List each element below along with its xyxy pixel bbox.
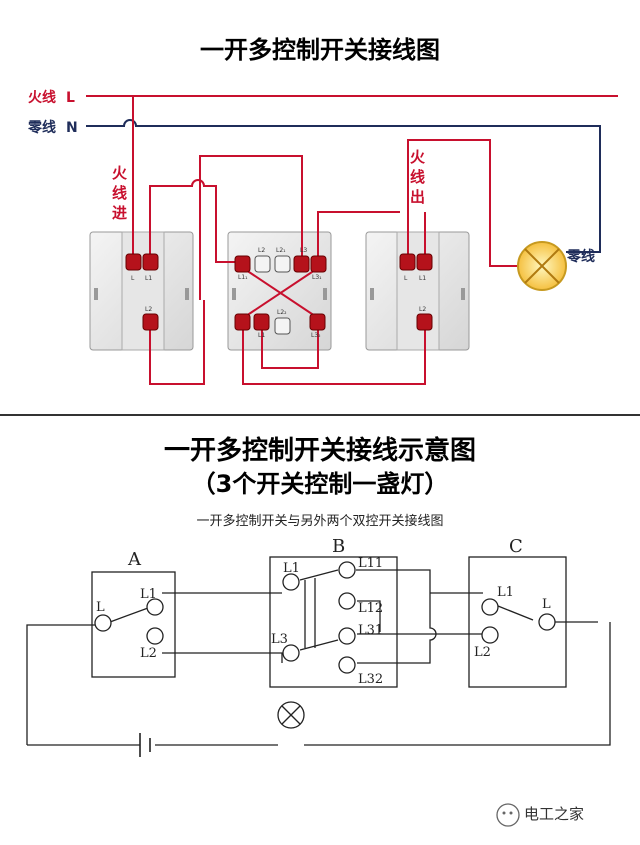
terminal-label: L2 — [258, 247, 265, 254]
switch-b-L31: L31 — [358, 623, 383, 638]
switch-b-L32: L32 — [358, 672, 383, 687]
terminal-label: L1 — [419, 275, 426, 282]
bottom-diagram-caption: 一开多控制开关与另外两个双控开关接线图 — [196, 514, 444, 529]
live-out-char: 线 — [410, 168, 425, 186]
switch-c-name: C — [509, 536, 523, 557]
switch-a-name: A — [127, 549, 142, 570]
terminal-label: L1 — [145, 275, 152, 282]
switch-plate-right — [365, 231, 470, 351]
switch-c-L2: L2 — [474, 645, 491, 660]
terminal-label: L3 — [300, 247, 307, 254]
switch-b-L12: L12 — [358, 601, 383, 616]
lamp-symbol-icon — [277, 701, 305, 729]
switch-a-L2: L2 — [140, 646, 157, 661]
contact-terminals — [94, 561, 556, 674]
terminal-label: L1₁ — [238, 274, 248, 281]
live-in-char: 火 — [112, 164, 128, 182]
bottom-diagram-subtitle: （3个开关控制一盏灯） — [191, 470, 449, 498]
live-in-char: 线 — [112, 184, 127, 202]
switch-b-L1: L1 — [283, 561, 300, 576]
terminal-label: L — [404, 275, 408, 282]
switch-c-L1: L1 — [497, 585, 514, 600]
terminal-label: L2 — [145, 306, 152, 313]
terminal-label: L2 — [419, 306, 426, 313]
live-out-char: 火 — [410, 148, 426, 166]
terminal-label: L3₂ — [311, 332, 321, 339]
neutral-wire-letter: N — [66, 120, 78, 136]
terminal-label: L2₂ — [277, 309, 287, 316]
switch-a-L1: L1 — [140, 587, 157, 602]
terminal-label: L3₁ — [312, 274, 322, 281]
live-wire-label: 火线 — [28, 89, 56, 106]
switch-a-L: L — [96, 600, 105, 615]
switch-b-L3: L3 — [271, 632, 288, 647]
terminal-label: L2₁ — [276, 247, 286, 254]
neutral-wire-label: 零线 — [27, 119, 56, 136]
bottom-diagram-title: 一开多控制开关接线示意图 — [163, 436, 476, 466]
terminals-middle: L2 L2₁ L3 L1₁ L3₁ L1 L2₂ L3₂ — [234, 247, 327, 339]
lamp-icon — [517, 241, 567, 291]
switch-plate-left — [89, 231, 194, 351]
live-in-char: 进 — [112, 204, 127, 222]
neutral-wire — [86, 119, 601, 253]
watermark-text: 电工之家 — [524, 805, 585, 823]
live-wire-letter: L — [66, 90, 75, 106]
wechat-icon — [496, 803, 520, 827]
switch-b-name: B — [332, 536, 345, 557]
terminals-left: L L1 L2 — [125, 253, 159, 331]
terminal-label: L — [131, 275, 135, 282]
section-divider — [0, 414, 640, 416]
top-wires — [132, 96, 518, 385]
bottom-wires — [26, 556, 611, 746]
top-diagram-title: 一开多控制开关接线图 — [200, 36, 440, 64]
cross-wires — [242, 267, 319, 319]
live-out-char: 出 — [410, 188, 425, 206]
lamp-neutral-label: 零线 — [566, 248, 595, 265]
switch-c-L: L — [542, 597, 551, 612]
terminals-right: L L1 L2 — [399, 253, 433, 331]
switch-b-L11: L11 — [358, 556, 383, 571]
terminal-label: L1 — [258, 332, 265, 339]
